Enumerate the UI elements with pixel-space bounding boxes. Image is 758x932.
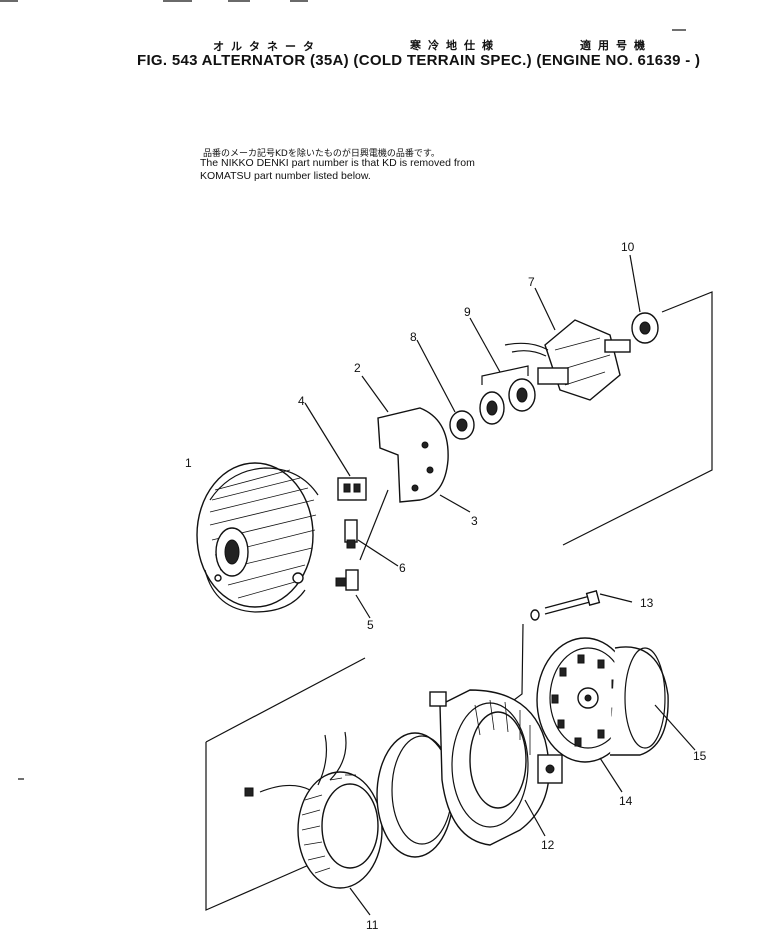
note-line-2: KOMATSU part number listed below. [200,170,371,182]
jp-spec-label: 寒冷地仕様 [410,39,500,52]
callout-15: 15 [693,749,707,763]
part-9-collar [469,317,536,425]
callout-8: 8 [410,330,417,344]
callout-1: 1 [185,456,192,470]
jp-part-name: オルタネータ [213,40,321,53]
callout-9: 9 [464,305,471,319]
scan-marks [0,0,686,780]
part-15-pulley [610,646,696,756]
part-1-front-housing [196,462,319,613]
callout-4: 4 [298,394,305,408]
callout-7: 7 [528,275,535,289]
callout-6: 6 [399,561,406,575]
part-13-through-bolt [530,590,633,621]
part-7-rotor [504,287,631,401]
part-5-6-brushes [335,489,399,619]
callout-5: 5 [367,618,374,632]
callout-3: 3 [471,514,478,528]
callout-14: 14 [619,794,633,808]
part-12-rear-housing [429,689,563,846]
part-8-bearing [416,339,475,440]
callout-2: 2 [354,361,361,375]
note-line-1: The NIKKO DENKI part number is that KD i… [200,157,475,169]
part-2-3-rectifier [361,375,471,513]
part-11-stator [244,731,383,916]
part-10-bearing [629,254,659,344]
figure-title: FIG. 543 ALTERNATOR (35A) (COLD TERRAIN … [137,52,701,69]
callout-11: 11 [366,918,379,932]
jp-applicability-label: 適用号機 [580,39,652,52]
callout-10: 10 [621,240,635,254]
part-4-regulator [304,402,367,501]
note-jp: 品番のメーカ記号KDを除いたものが日興電機の品番です。 [203,149,440,159]
callout-12: 12 [541,838,555,852]
insulator-ring [376,732,454,858]
callout-13: 13 [640,596,654,610]
